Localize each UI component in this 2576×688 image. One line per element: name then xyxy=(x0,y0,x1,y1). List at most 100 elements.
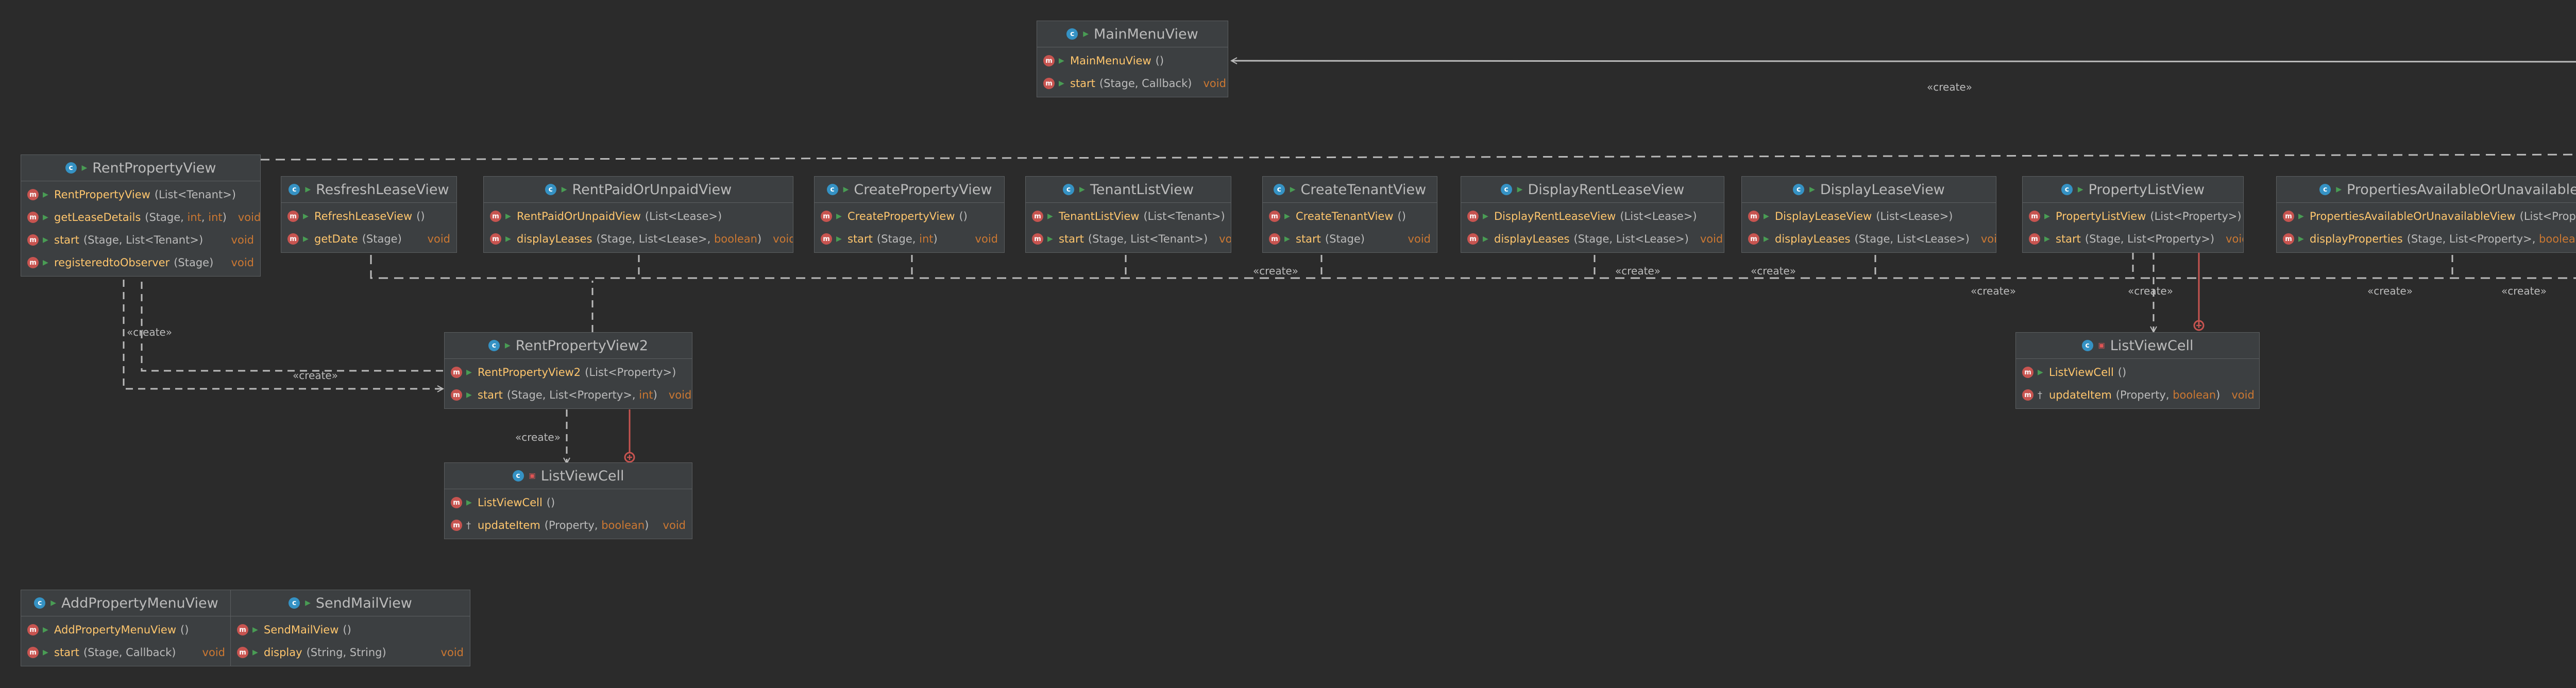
method-params: () xyxy=(180,624,189,636)
method-params: (List<Tenant>) xyxy=(1143,210,1225,222)
member-row[interactable]: m▶CreateTenantView() xyxy=(1263,205,1437,228)
method-params: (List<Lease>) xyxy=(1876,210,1953,222)
method-icon: m xyxy=(2029,211,2040,222)
member-row[interactable]: m▶displayProperties(Stage, List<Property… xyxy=(2277,228,2576,250)
class-header: c▶ResfreshLeaseView xyxy=(281,177,456,203)
method-name: start xyxy=(478,389,503,401)
return-type: void xyxy=(975,233,998,245)
member-row[interactable]: m▶displayLeases(Stage, List<Lease>, bool… xyxy=(484,228,793,250)
method-name: PropertiesAvailableOrUnavailableView xyxy=(2310,210,2516,222)
member-row[interactable]: m▶start(Stage, Callback)void xyxy=(1037,72,1228,95)
class-icon: c xyxy=(1793,184,1805,195)
method-name: displayLeases xyxy=(1494,233,1570,245)
member-row[interactable]: m▶start(Stage, List<Property>, int)void xyxy=(445,384,692,406)
member-row[interactable]: m▶displayLeases(Stage, List<Lease>)void xyxy=(1461,228,1724,250)
method-params: (Property, boolean) xyxy=(2115,389,2221,401)
member-row[interactable]: m▶start(Stage, Callback)void xyxy=(21,641,231,664)
class-node-properties-available-or-unavailable-view[interactable]: c▶PropertiesAvailableOrUnavailableViewm▶… xyxy=(2276,176,2576,253)
public-visibility-icon: ▶ xyxy=(2298,235,2304,243)
member-row[interactable]: m▶start(Stage, List<Property>)void xyxy=(2023,228,2243,250)
member-row[interactable]: m▶SendMailView() xyxy=(231,618,470,641)
class-header: c▶SendMailView xyxy=(231,590,470,616)
public-visibility-icon: ▶ xyxy=(43,648,48,657)
method-name: RentPropertyView2 xyxy=(478,366,581,379)
public-class-marker-icon: ▶ xyxy=(1290,185,1296,194)
method-icon: m xyxy=(1748,211,1759,222)
method-params: (String, String) xyxy=(306,646,386,659)
member-row[interactable]: m▶RentPropertyView2(List<Property>) xyxy=(445,361,692,384)
method-icon: m xyxy=(27,189,39,200)
class-name: RentPropertyView2 xyxy=(515,337,649,354)
member-row[interactable]: m▶ListViewCell() xyxy=(2016,361,2259,384)
lock-icon: ▣ xyxy=(2098,341,2105,350)
method-name: start xyxy=(1296,233,1321,245)
member-row[interactable]: m▶display(String, String)void xyxy=(231,641,470,664)
method-icon: m xyxy=(27,234,39,246)
public-visibility-icon: ▶ xyxy=(43,191,48,199)
class-members: m▶DisplayRentLeaseView(List<Lease>)m▶dis… xyxy=(1461,203,1724,252)
method-params: () xyxy=(1397,210,1406,222)
nested-marker-right xyxy=(2193,320,2205,331)
public-class-marker-icon: ▶ xyxy=(2077,185,2083,194)
member-row[interactable]: m▶start(Stage)void xyxy=(1263,228,1437,250)
class-header: c▣ListViewCell xyxy=(445,463,692,489)
member-row[interactable]: m▶ListViewCell() xyxy=(445,491,692,514)
member-row[interactable]: m▶start(Stage, List<Tenant>)void xyxy=(21,229,260,251)
member-row[interactable]: m▶PropertiesAvailableOrUnavailableView(L… xyxy=(2277,205,2576,228)
member-row[interactable]: m▶registeredtoObserver(Stage)void xyxy=(21,251,260,274)
member-row[interactable]: m▶start(Stage, List<Tenant>)void xyxy=(1026,228,1231,250)
class-members: m▶MainMenuView()m▶start(Stage, Callback)… xyxy=(1037,47,1228,97)
member-row[interactable]: m▶DisplayLeaseView(List<Lease>) xyxy=(1742,205,1996,228)
method-params: () xyxy=(959,210,968,222)
method-icon: m xyxy=(27,624,39,635)
member-row[interactable]: m▶TenantListView(List<Tenant>) xyxy=(1026,205,1231,228)
member-row[interactable]: m▶RentPropertyView(List<Tenant>) xyxy=(21,183,260,206)
member-row[interactable]: m▶DisplayRentLeaseView(List<Lease>) xyxy=(1461,205,1724,228)
member-row[interactable]: m▶AddPropertyMenuView() xyxy=(21,618,231,641)
method-name: SendMailView xyxy=(264,624,339,636)
member-row[interactable]: m▶getDate(Stage)void xyxy=(281,228,456,250)
member-row[interactable]: m▶MainMenuView() xyxy=(1037,49,1228,72)
return-type: void xyxy=(2231,389,2255,401)
method-name: getLeaseDetails xyxy=(54,211,141,223)
member-row[interactable]: m▶start(Stage, int)void xyxy=(815,228,1004,250)
class-name: CreateTenantView xyxy=(1300,181,1427,198)
member-row[interactable]: m▶RefreshLeaseView() xyxy=(281,205,456,228)
method-icon: m xyxy=(1269,211,1280,222)
return-type: void xyxy=(440,646,464,659)
method-icon: m xyxy=(2022,367,2033,378)
member-row[interactable]: m†updateItem(Property, boolean)void xyxy=(2016,384,2259,406)
method-icon: m xyxy=(2022,389,2033,401)
method-name: displayLeases xyxy=(1775,233,1851,245)
method-name: start xyxy=(54,234,79,246)
member-row[interactable]: m▶PropertyListView(List<Property>) xyxy=(2023,205,2243,228)
class-icon: c xyxy=(1063,184,1075,195)
method-icon: m xyxy=(490,211,501,222)
member-row[interactable]: m▶RentPaidOrUnpaidView(List<Lease>) xyxy=(484,205,793,228)
member-row[interactable]: m†updateItem(Property, boolean)void xyxy=(445,514,692,537)
create-label: «create» xyxy=(515,431,561,443)
method-name: display xyxy=(264,646,302,659)
public-visibility-icon: ▶ xyxy=(1047,212,1053,220)
member-row[interactable]: m▶CreatePropertyView() xyxy=(815,205,1004,228)
member-row[interactable]: m▶getLeaseDetails(Stage, int, int)void xyxy=(21,206,260,229)
public-visibility-icon: ▶ xyxy=(836,212,842,220)
public-class-marker-icon: ▶ xyxy=(81,164,88,172)
public-class-marker-icon: ▶ xyxy=(1517,185,1523,194)
member-row[interactable]: m▶displayLeases(Stage, List<Lease>)void xyxy=(1742,228,1996,250)
